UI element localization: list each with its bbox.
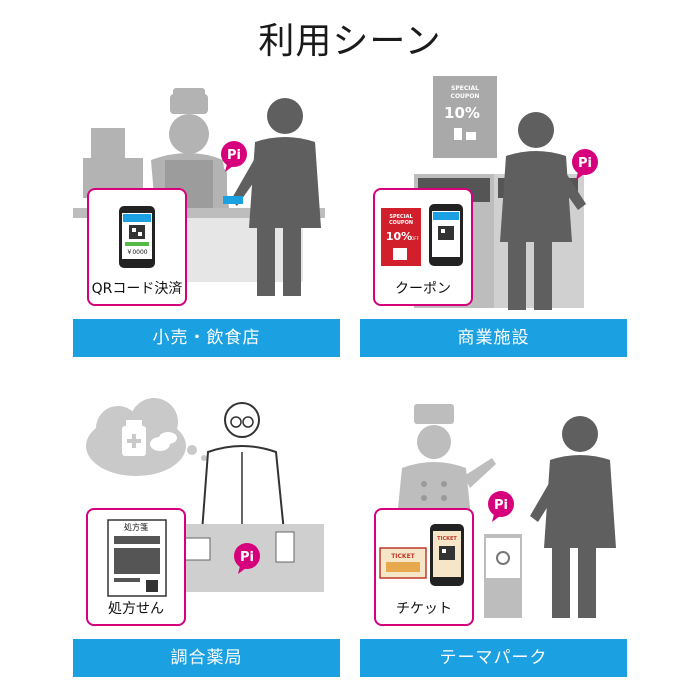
- pi-badge-icon: Pi: [486, 490, 516, 528]
- scene-theme-park: Pi TICKET TICKET チケット: [372, 398, 628, 626]
- svg-text:COUPON: COUPON: [451, 93, 480, 100]
- qr-payment-label: QRコード決済: [91, 281, 183, 297]
- banner-theme-park: テーマパーク: [360, 639, 627, 677]
- banner-retail: 小売・飲食店: [73, 319, 340, 357]
- svg-text:Pi: Pi: [578, 156, 592, 171]
- svg-text:Pi: Pi: [494, 498, 508, 513]
- svg-text:SPECIAL: SPECIAL: [389, 214, 413, 220]
- svg-text:Pi: Pi: [227, 148, 241, 163]
- svg-text:10%: 10%: [386, 230, 412, 243]
- pi-badge-icon: Pi: [219, 140, 249, 178]
- coupon-phone-icon: SPECIAL COUPON 10% OFF: [381, 204, 463, 266]
- prescription-document-icon: 処方箋: [107, 519, 167, 597]
- ticket-card: TICKET TICKET チケット: [374, 508, 474, 626]
- svg-text:処方箋: 処方箋: [124, 522, 148, 532]
- theme-park-illustration: [396, 404, 616, 618]
- ticket-phone-icon: TICKET TICKET: [379, 524, 464, 586]
- coupon-label: クーポン: [395, 281, 451, 297]
- svg-text:Pi: Pi: [240, 550, 254, 565]
- svg-text:TICKET: TICKET: [437, 536, 457, 542]
- pharmacy-illustration: [86, 398, 324, 592]
- scene-commercial: SPECIAL COUPON 10% Pi SPECIAL COUPON 10%…: [358, 72, 628, 318]
- svg-text:10%: 10%: [444, 104, 480, 122]
- svg-text:SPECIAL: SPECIAL: [451, 85, 479, 92]
- svg-text:￥0000: ￥0000: [126, 249, 147, 256]
- smartphone-icon: ￥0000: [119, 206, 155, 268]
- banner-commercial: 商業施設: [360, 319, 627, 357]
- prescription-card: 処方箋 処方せん: [86, 508, 186, 626]
- scene-pharmacy: Pi 処方箋 処方せん: [78, 392, 338, 626]
- svg-text:TICKET: TICKET: [391, 553, 415, 560]
- banner-pharmacy: 調合薬局: [73, 639, 340, 677]
- pi-badge-icon: Pi: [232, 542, 262, 580]
- qr-payment-card: ￥0000 QRコード決済: [87, 188, 187, 306]
- svg-text:COUPON: COUPON: [389, 220, 413, 226]
- coupon-card: SPECIAL COUPON 10% OFF クーポン: [373, 188, 473, 306]
- scene-retail: Pi ￥0000 QRコード決済: [73, 48, 333, 318]
- page-title: 利用シーン: [258, 21, 442, 62]
- ticket-label: チケット: [396, 601, 452, 617]
- svg-text:OFF: OFF: [411, 236, 419, 241]
- prescription-label: 処方せん: [108, 601, 164, 617]
- pi-badge-icon: Pi: [570, 148, 600, 186]
